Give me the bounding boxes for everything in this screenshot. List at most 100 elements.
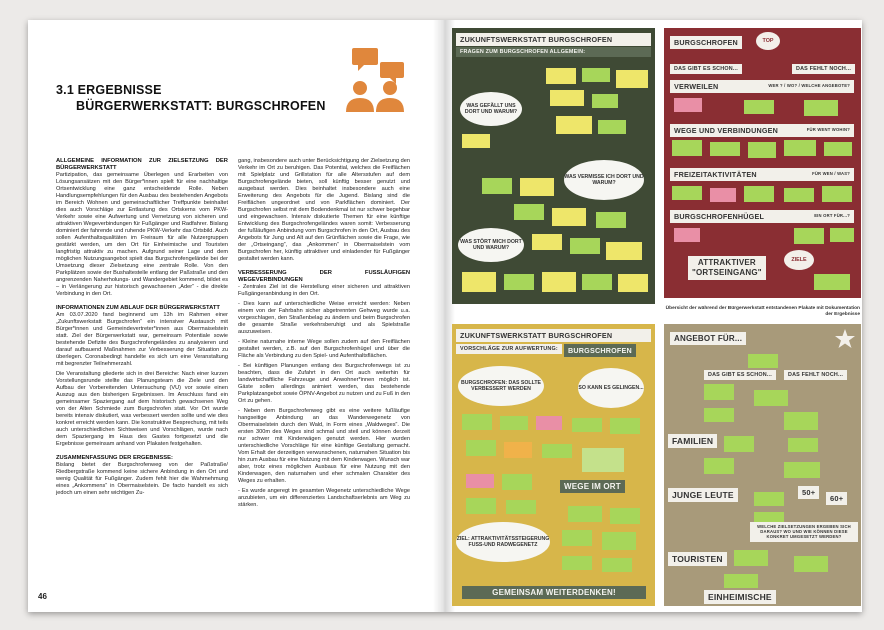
paragraph: - Es wurde angeregt im gesamten Wegenetz… [238, 488, 410, 508]
sticky-note [744, 186, 774, 202]
speech-bubble-verbessert: BURGSCHROFEN: DAS SOLLTE VERBESSERT WERD… [458, 366, 544, 406]
paragraph: - Dies kann auf unterschiedliche Weise e… [238, 301, 410, 335]
sticky-note [592, 94, 618, 108]
section-freizeit: FREIZEITAKTIVITÄTEN FÜR WEN / WAS? [670, 168, 854, 181]
age-label-60: 60+ [826, 492, 848, 505]
people-speech-icon [346, 48, 404, 112]
sticky-note [466, 498, 496, 514]
sticky-note [546, 68, 576, 84]
paragraph: Bislang bietet der Burgschrofenweg von d… [56, 462, 228, 496]
poster-vorschlaege: ZUKUNFTSWERKSTATT BURGSCHROFEN VORSCHLÄG… [452, 324, 655, 606]
title-line-1: 3.1 ERGEBNISSE [56, 83, 162, 97]
section-label: ATTRAKTIVER [697, 258, 756, 267]
sticky-note [674, 98, 702, 112]
sticky-note [794, 556, 828, 572]
sticky-note [556, 116, 592, 134]
column-header-vorhanden: DAS GIBT ES SCHON... [670, 64, 742, 74]
sticky-note [532, 234, 562, 250]
sticky-note [520, 178, 554, 196]
section-label: FREIZEITAKTIVITÄTEN [674, 170, 757, 179]
poster-banner: ANGEBOT FÜR... [670, 332, 747, 345]
heading-zusammenfassung: ZUSAMMENFASSUNG DER ERGEBNISSE: [56, 455, 173, 461]
sticky-note [466, 440, 496, 456]
sticky-note [572, 418, 602, 432]
sticky-note [724, 574, 758, 588]
sticky-note [506, 500, 536, 514]
paragraph: - Neben dem Burgschrofenweg gibt es eine… [238, 408, 410, 484]
heading-ablauf: INFORMATIONEN ZUM ABLAUF DER BÜRGERWERKS… [56, 305, 220, 311]
text-column-2: gang, insbesondere auch unter Berücksich… [238, 158, 410, 512]
star-badge-icon [835, 329, 855, 348]
section-question: FÜR WENT WOHIN? [806, 127, 850, 132]
poster-subtitle-2: BURGSCHROFEN [564, 344, 636, 357]
sticky-note [568, 506, 602, 522]
sticky-note [804, 100, 838, 116]
section-question: EIN ORT FÜR...? [814, 213, 850, 218]
paragraph: - Zentrales Ziel ist die Herstellung ein… [238, 284, 410, 297]
poster-banner: BURGSCHROFEN [670, 36, 742, 49]
title-line-2: BÜRGERWERKSTATT: BURGSCHROFEN [76, 99, 326, 113]
sticky-note [748, 354, 778, 368]
sticky-note [784, 462, 820, 478]
sticky-note [704, 384, 734, 400]
section-label: "ORTSEINGANG" [692, 268, 762, 277]
sticky-note [724, 436, 754, 452]
sticky-note [710, 188, 736, 202]
sticky-note [784, 188, 814, 202]
text-column-1: ALLGEMEINE INFORMATION ZUR ZIELSETZUNG D… [56, 158, 228, 500]
sticky-note [704, 408, 734, 422]
sticky-note [582, 274, 612, 290]
speech-bubble-gefaellt: WAS GEFÄLLT UNS DORT UND WARUM? [460, 92, 522, 126]
sticky-note [462, 272, 496, 292]
sticky-note [596, 212, 626, 228]
section-label: WEGE UND VERBINDUNGEN [674, 126, 779, 135]
section-wege-im-ort: WEGE IM ORT [560, 480, 625, 493]
age-label-50: 50+ [798, 486, 820, 499]
sticky-note [550, 90, 584, 106]
section-label: BURGSCHROFENHÜGEL [674, 212, 765, 221]
sticky-note [466, 474, 494, 488]
sticky-note [748, 142, 776, 158]
poster-subtitle: VORSCHLÄGE ZUR AUFWERTUNG: [456, 344, 562, 354]
section-huegel: BURGSCHROFENHÜGEL EIN ORT FÜR...? [670, 210, 854, 223]
sticky-note [582, 448, 624, 472]
paragraph: Am 03.07.2020 fand beginnend um 13h im R… [56, 312, 228, 367]
paragraph: Partizipation, das gemeinsame Überlegen … [56, 172, 228, 297]
sticky-note [562, 530, 592, 546]
left-page: 3.1 ERGEBNISSE BÜRGERWERKSTATT: BURGSCHR… [28, 20, 442, 612]
sticky-note [784, 140, 816, 156]
top-tag: TOP [756, 32, 780, 50]
sticky-note [602, 558, 632, 572]
sticky-note [514, 204, 544, 220]
sticky-note [462, 414, 492, 430]
paragraph: Die Veranstaltung gliederte sich in drei… [56, 371, 228, 447]
section-familien: FAMILIEN [668, 434, 718, 448]
sticky-note [734, 550, 768, 566]
section-junge-leute: JUNGE LEUTE [668, 488, 738, 502]
sticky-note [598, 120, 626, 134]
section-question: FÜR WEN / WAS? [812, 171, 850, 176]
sticky-note [822, 186, 852, 202]
sticky-note [784, 412, 818, 430]
section-title: 3.1 ERGEBNISSE BÜRGERWERKSTATT: BURGSCHR… [56, 82, 326, 114]
poster-subtitle: FRAGEN ZUM BURGSCHROFEN ALLGEMEIN: [456, 47, 651, 57]
poster-angebot: ANGEBOT FÜR... DAS GIBT ES SCHON... DAS … [664, 324, 861, 606]
section-wege: WEGE UND VERBINDUNGEN FÜR WENT WOHIN? [670, 124, 854, 137]
goals-question-box: WELCHE ZIELSETZUNGEN ERGEBEN SICH DARAUS… [750, 522, 858, 542]
ziele-tag: ZIELE [784, 250, 814, 270]
figure-caption: Übersicht der während der Bürgerwerkstat… [665, 306, 860, 317]
section-label: VERWEILEN [674, 82, 719, 91]
poster-footer: GEMEINSAM WEITERDENKEN! [462, 586, 646, 599]
speech-bubble-ziel: ZIEL: ATTRAKTIVITÄTSSTEIGERUNG FUSS-UND … [456, 522, 550, 562]
speech-bubble-stoert: WAS STÖRT MICH DORT UND WARUM? [458, 228, 524, 262]
section-einheimische: EINHEIMISCHE [704, 590, 776, 604]
sticky-note [562, 556, 592, 570]
sticky-note [582, 68, 610, 82]
sticky-note [570, 238, 600, 254]
sticky-note [754, 390, 788, 406]
sticky-note [618, 274, 648, 292]
section-touristen: TOURISTEN [668, 552, 727, 566]
sticky-note [672, 186, 702, 200]
poster-banner: ZUKUNFTSWERKSTATT BURGSCHROFEN [456, 329, 651, 342]
